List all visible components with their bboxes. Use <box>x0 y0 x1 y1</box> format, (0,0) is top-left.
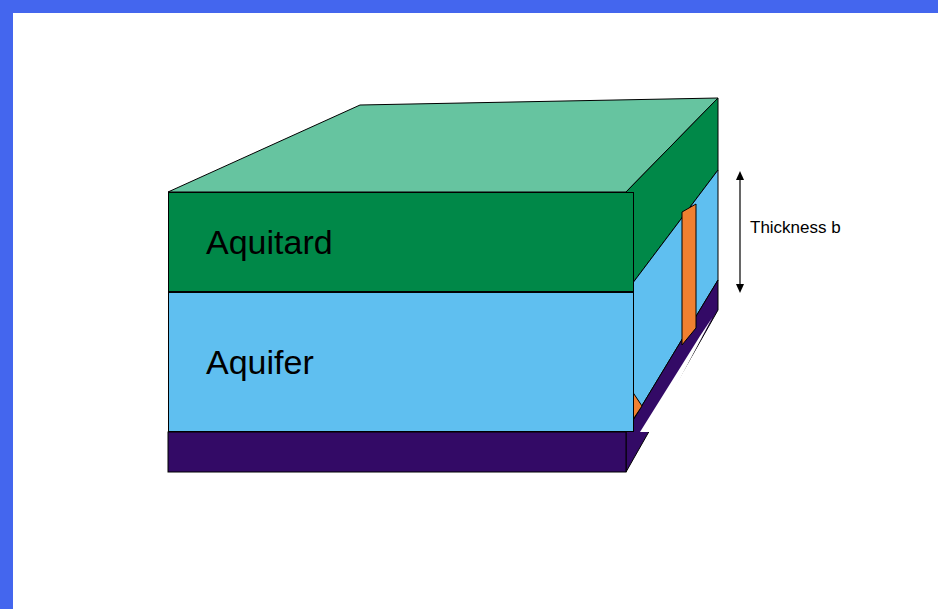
aquifer-band: Aquifer <box>168 292 634 432</box>
base-layer <box>168 432 626 472</box>
flow-bar <box>682 204 696 345</box>
top-face <box>168 98 718 192</box>
arrowhead <box>736 171 744 180</box>
aquitard-band: Aquitard <box>168 192 634 292</box>
slide-border <box>0 0 13 609</box>
channel <box>640 318 712 432</box>
side-aquifer <box>626 170 718 432</box>
dimension-label: Thickness b <box>750 218 841 238</box>
layer-name: Aquifer <box>206 343 633 382</box>
side-base <box>626 280 718 472</box>
dimension-line <box>739 178 740 286</box>
arrowhead <box>736 284 744 293</box>
layer-name: Aquitard <box>206 223 633 262</box>
slide-border <box>0 0 938 13</box>
